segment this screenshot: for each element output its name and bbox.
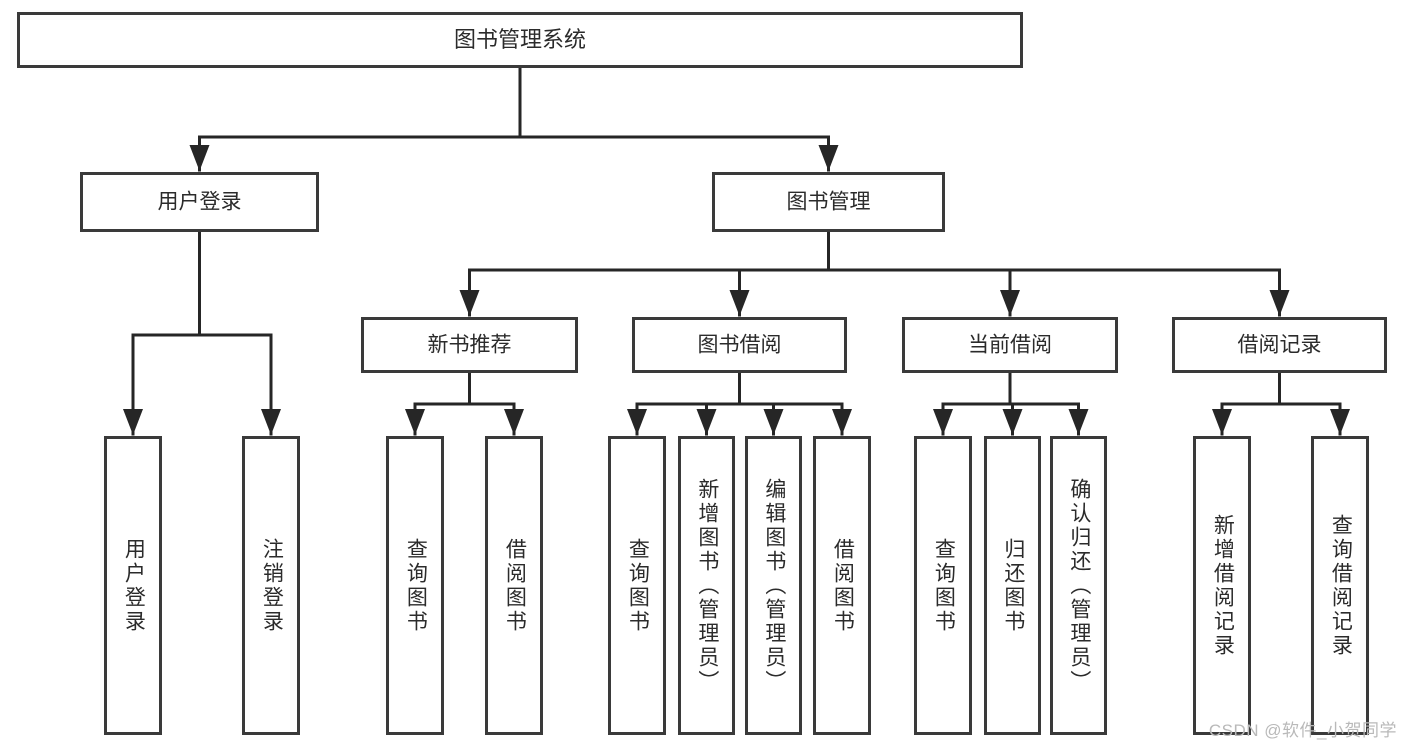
node-label-current-borrow: 当前借阅 — [968, 334, 1052, 357]
node-box-new-book-recommend[interactable] — [361, 317, 578, 373]
arrow-head — [818, 145, 839, 171]
node-box-book-borrow[interactable] — [632, 317, 847, 373]
arrow-head — [1068, 409, 1089, 435]
arrow-head — [123, 409, 143, 435]
arrow-head — [504, 409, 524, 435]
arrow-head — [832, 409, 852, 435]
arrow-head — [1330, 409, 1350, 435]
node-box-user-login[interactable] — [80, 172, 319, 232]
node-label-borrow-records: 借阅记录 — [1238, 334, 1322, 357]
node-box-leaf-return-book[interactable] — [984, 436, 1041, 735]
node-box-current-borrow[interactable] — [902, 317, 1118, 373]
arrow-head — [933, 409, 953, 435]
arrow-head — [696, 409, 717, 435]
node-box-leaf-query-borrow-record[interactable] — [1311, 436, 1369, 735]
node-label-root: 图书管理系统 — [454, 27, 586, 52]
node-box-leaf-borrow-book-recommend[interactable] — [485, 436, 543, 735]
node-box-leaf-query-book-current[interactable] — [914, 436, 972, 735]
arrow-head — [1002, 409, 1023, 435]
node-box-leaf-user-login[interactable] — [104, 436, 162, 735]
node-box-leaf-borrow-book[interactable] — [813, 436, 871, 735]
node-label-user-login: 用户登录 — [158, 191, 242, 214]
arrow-head — [729, 290, 750, 316]
arrow-head — [1269, 290, 1290, 316]
arrow-head — [459, 290, 480, 316]
node-box-book-management[interactable] — [712, 172, 945, 232]
arrow-head — [627, 409, 647, 435]
node-box-leaf-query-book-borrow[interactable] — [608, 436, 666, 735]
node-box-leaf-confirm-return-admin[interactable] — [1050, 436, 1107, 735]
node-box-leaf-edit-book-admin[interactable] — [745, 436, 802, 735]
watermark-text: CSDN @软件_小贺同学 — [1208, 721, 1397, 740]
node-box-borrow-records[interactable] — [1172, 317, 1387, 373]
arrow-head — [261, 409, 281, 435]
node-label-new-book-recommend: 新书推荐 — [428, 334, 512, 357]
connectors-layer — [123, 66, 1350, 436]
node-box-leaf-add-book-admin[interactable] — [678, 436, 735, 735]
node-label-book-management: 图书管理 — [787, 191, 871, 214]
arrow-head — [1212, 409, 1232, 435]
boxes-layer — [17, 12, 1387, 735]
node-box-root[interactable] — [17, 12, 1023, 68]
node-box-leaf-add-borrow-record[interactable] — [1193, 436, 1251, 735]
arrow-head — [763, 409, 784, 435]
arrow-head — [189, 145, 210, 171]
node-box-leaf-logout[interactable] — [242, 436, 300, 735]
arrow-head — [1000, 290, 1020, 316]
arrow-head — [405, 409, 425, 435]
node-box-leaf-query-book-recommend[interactable] — [386, 436, 444, 735]
node-label-book-borrow: 图书借阅 — [698, 334, 782, 357]
